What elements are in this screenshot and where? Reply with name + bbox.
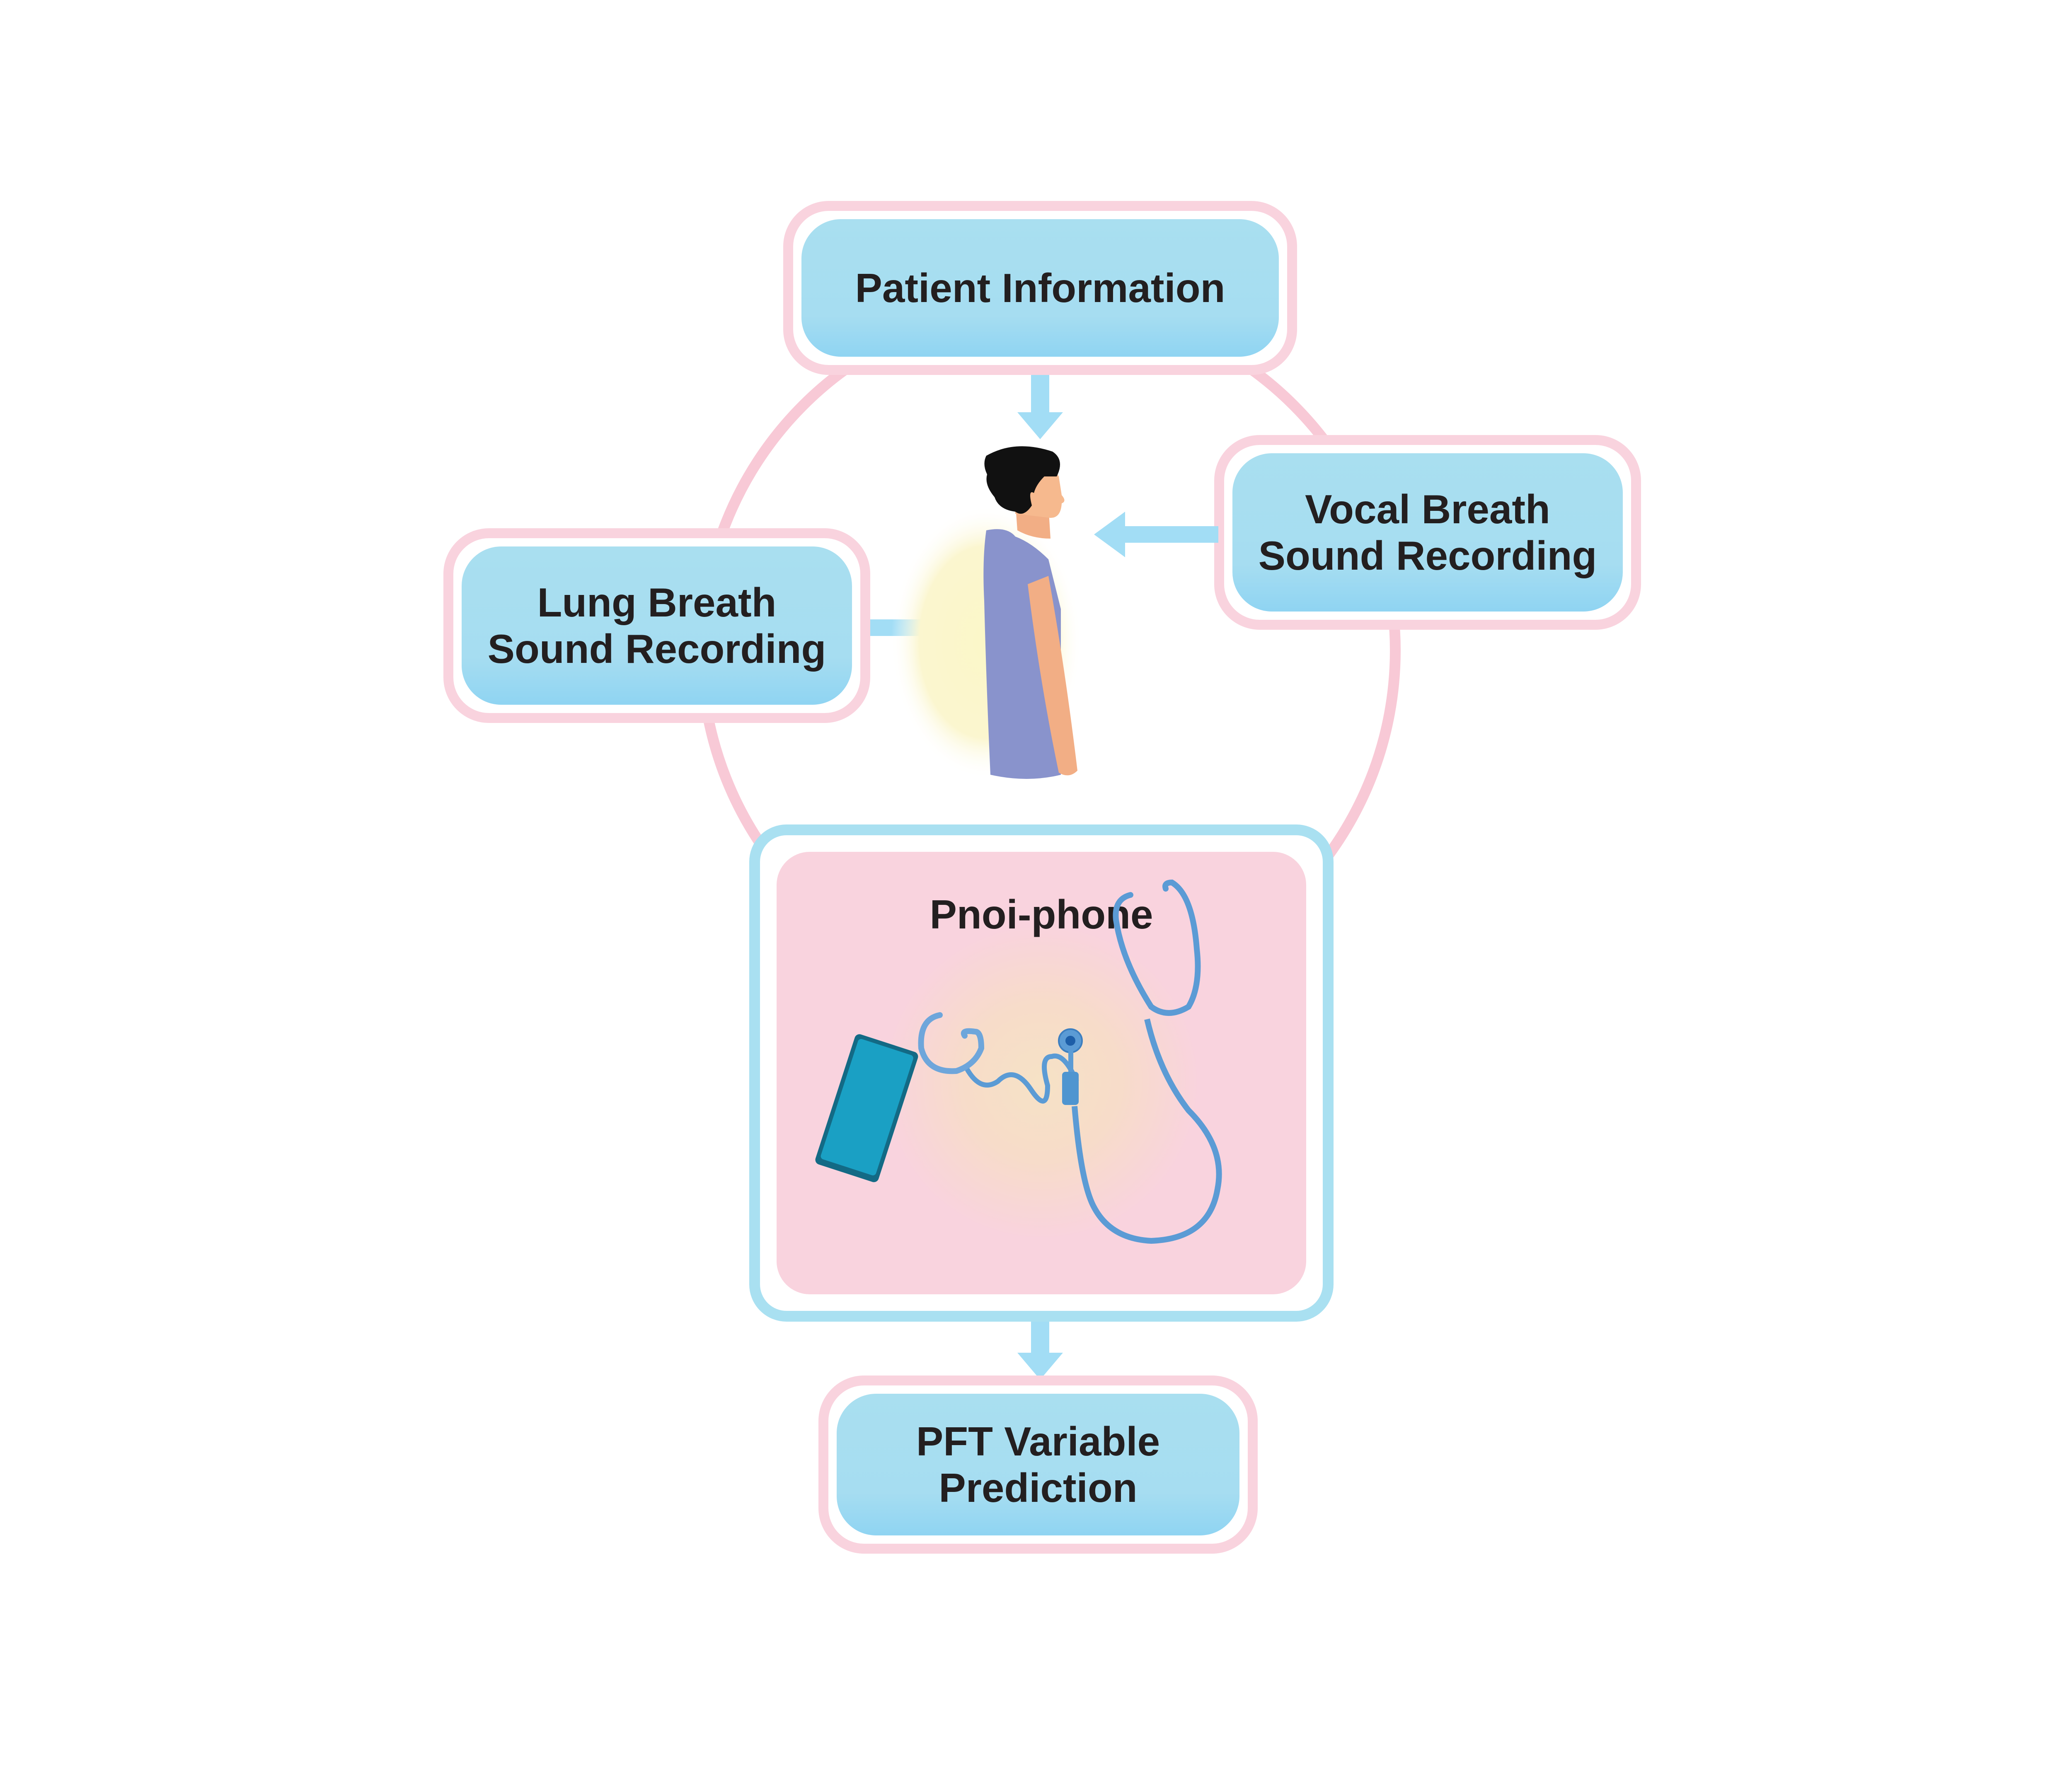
vocal-breath-node: Vocal Breath Sound Recording	[1214, 435, 1641, 630]
tube-connector	[1068, 1050, 1073, 1075]
patient-information-label: Patient Information	[855, 265, 1225, 311]
smartphone-icon	[815, 1034, 918, 1182]
arrow-down-pnoi-phone	[1017, 1322, 1063, 1380]
arm	[1028, 576, 1077, 776]
cable	[962, 1053, 1079, 1104]
patient-information-node: Patient Information	[783, 201, 1297, 375]
pnoi-phone-illustration	[815, 879, 1222, 1244]
small-earpiece-icon	[918, 1012, 985, 1074]
stethoscope-headset-icon	[1113, 879, 1201, 1016]
adapter-icon	[1062, 1072, 1079, 1105]
pft-prediction-label: PFT Variable Prediction	[916, 1419, 1160, 1511]
lung-breath-node: Lung Breath Sound Recording	[443, 528, 870, 723]
arrow-down-patient-info	[1017, 375, 1063, 439]
stethoscope-tube-icon	[1072, 1018, 1222, 1244]
arrow-left-vocal	[1094, 512, 1218, 557]
chestpiece-center	[1065, 1036, 1075, 1046]
patient-illustration	[891, 446, 1082, 779]
lung-breath-label: Lung Breath Sound Recording	[487, 580, 826, 672]
pft-prediction-node: PFT Variable Prediction	[818, 1376, 1258, 1554]
hair-icon	[984, 446, 1060, 514]
vocal-breath-label: Vocal Breath Sound Recording	[1258, 486, 1597, 578]
